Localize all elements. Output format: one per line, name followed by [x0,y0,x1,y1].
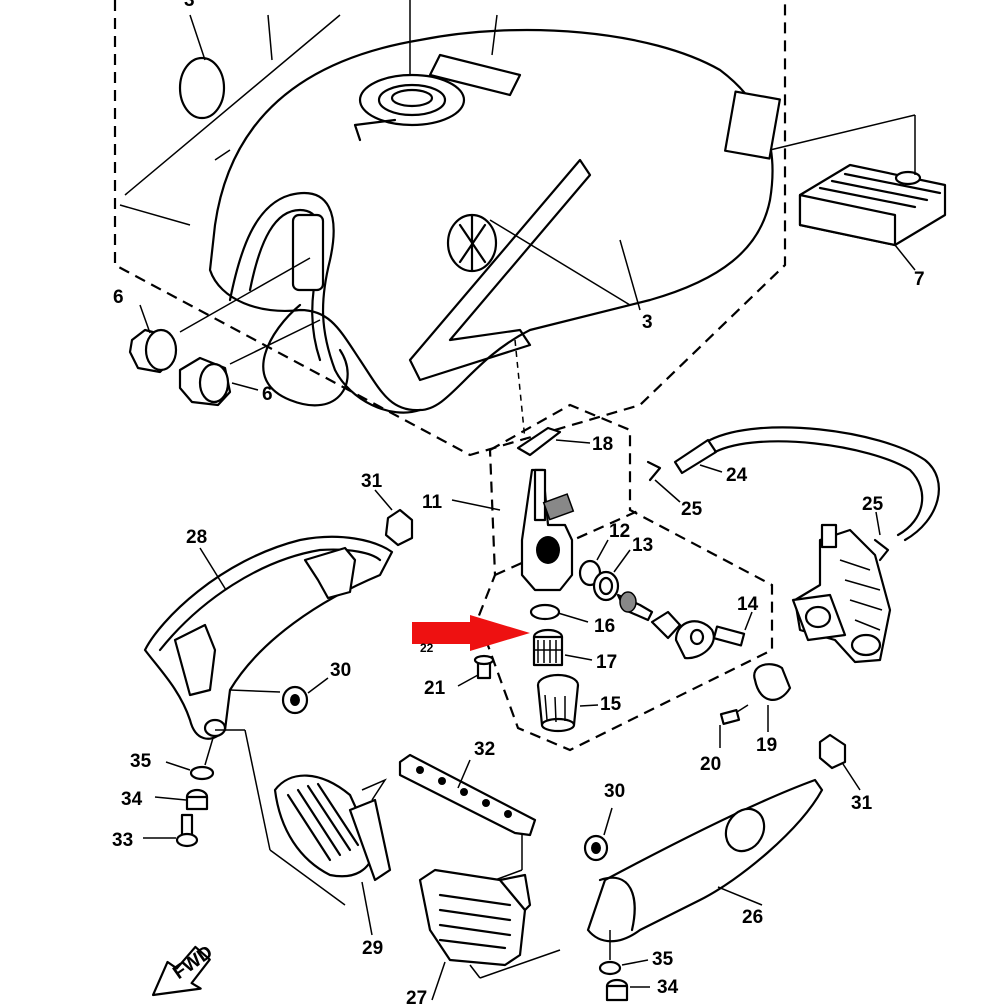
callout-33: 33 [112,830,133,851]
callout-34b: 34 [657,977,679,998]
callout-17: 17 [596,652,617,673]
callout-31a: 31 [361,471,383,492]
fuel-hose-24 [673,426,940,542]
callout-30b: 30 [604,781,625,802]
fuel-cock-outlet [542,493,575,521]
callout-16: 16 [594,616,615,637]
clip-31-right [818,733,861,791]
lever-knob-19 [753,663,792,701]
fwd-arrow-icon: FWD [151,942,217,997]
rubber-damper-block [769,114,947,271]
callout-28: 28 [186,527,207,548]
callout-12: 12 [609,521,630,542]
grommet-30-left [281,677,329,715]
carburetor [791,523,892,664]
screw-20 [719,708,741,726]
fuel-cock-body [520,468,574,592]
air-scoop-29 [273,774,392,936]
callout-20: 20 [700,754,721,775]
callout-3: 3 [642,312,653,333]
callout-25b: 25 [862,494,884,515]
callout-30a: 30 [330,660,351,681]
collar-nut-6b [178,319,321,407]
left-decal-lines [119,14,341,226]
tank-mount-slot [291,213,325,292]
callout-3-top: 3 [184,0,195,11]
hose-clip-25 [646,460,890,562]
callout-6a: 6 [113,287,124,308]
fuel-cock-group [457,339,792,752]
washer-35-right [598,959,649,976]
tank-rear-mount [724,90,781,160]
callout-11: 11 [422,492,443,513]
callout-32: 32 [474,739,495,760]
air-scoop-27 [418,868,532,1001]
grommet-30-right [583,807,613,862]
callout-14: 14 [737,594,759,615]
callout-22: 22 [420,641,434,655]
callout-27: 27 [406,988,427,1004]
fuel-tank [113,0,787,457]
fuel-cock-pipe [533,468,547,522]
callout-25a: 25 [681,499,703,520]
callout-31b: 31 [851,793,873,814]
tank-decal-stripe [408,158,592,382]
callout-35b: 35 [652,949,674,970]
side-cover-28 [143,535,394,740]
callout-15: 15 [600,694,622,715]
tank-knee-recess [228,192,422,414]
callout-18: 18 [592,434,613,455]
callout-29: 29 [362,938,383,959]
collar-nut-6a [128,257,311,374]
lever-gasket [650,610,682,640]
callout-6b: 6 [262,384,273,405]
tank-emblem-spokes [458,213,487,272]
gasket-16 [529,603,561,621]
collar-34-left [154,788,209,811]
callout-34a: 34 [121,789,143,810]
callout-13: 13 [632,535,653,556]
gasket-plate-18 [516,426,562,457]
fuel-cock-group-outline [476,403,774,752]
highlight-arrow-icon [412,615,530,651]
side-cover-26 [586,778,824,943]
collar-34-right [605,978,650,1002]
washer-35-left [165,737,215,781]
tank-label-plate [428,53,522,97]
connect-line-a [361,778,387,801]
clip-31-left [374,489,414,547]
filler-cap-center [390,88,434,108]
filler-cap-hinge [353,118,397,142]
callout-26: 26 [742,907,763,928]
callout-24: 24 [726,465,748,486]
screw-14 [712,625,746,647]
vent-hose [262,303,349,407]
bolt-33-left [143,813,199,848]
callout-21: 21 [424,678,446,699]
leader-11 [451,499,501,511]
callout-19: 19 [756,735,777,756]
callout-7: 7 [914,269,925,290]
grommet-left-top [178,56,226,120]
callout-35a: 35 [130,751,152,772]
bracket-32 [398,753,537,837]
